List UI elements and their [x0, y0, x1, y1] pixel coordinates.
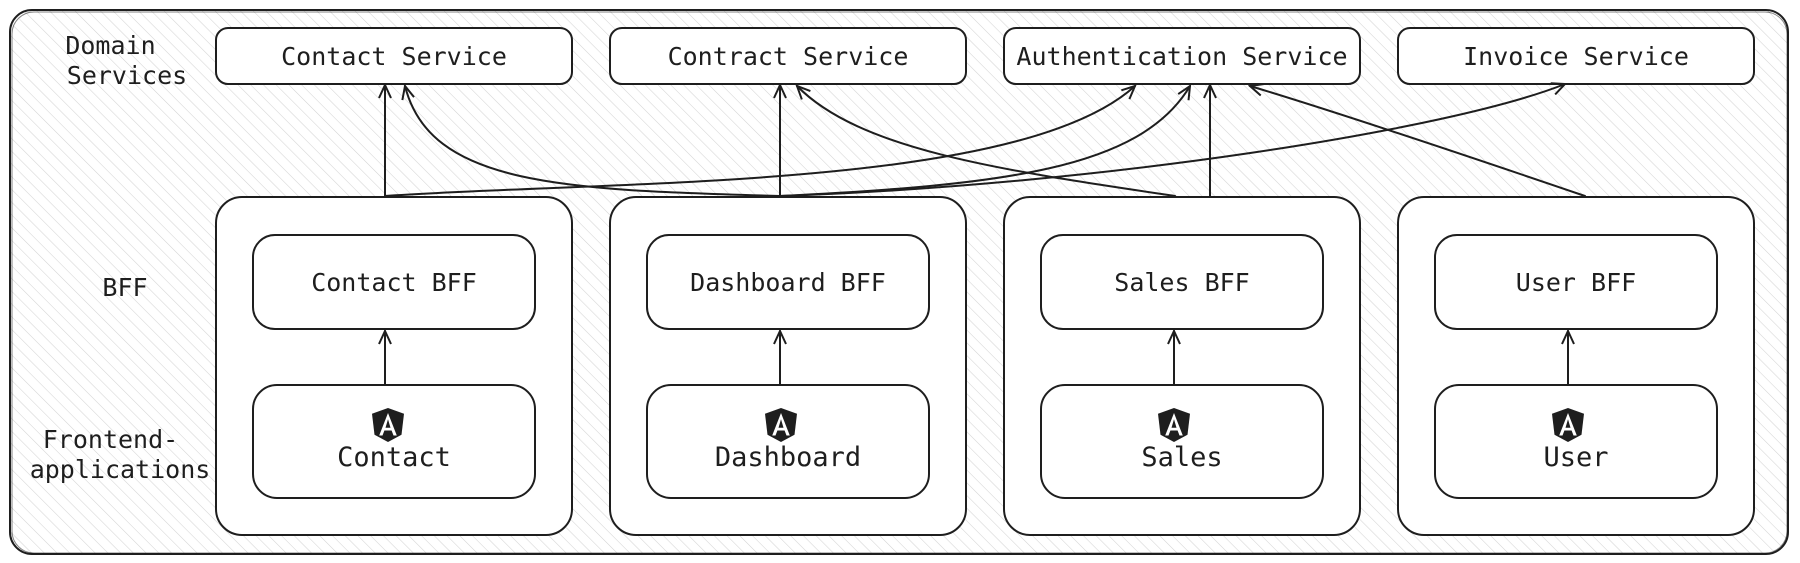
angular-icon: [1158, 408, 1190, 442]
arrow-contact-bff-to-authentication-service: [384, 86, 1135, 197]
app-dashboard: Dashboard: [646, 384, 930, 499]
bff-contact-label: Contact BFF: [311, 268, 477, 297]
arrow-user-bff-to-authentication-service: [1250, 86, 1586, 197]
app-sales: Sales: [1040, 384, 1324, 499]
arrow-dashboard-bff-to-contact-service: [405, 86, 781, 197]
angular-icon-letter: [1165, 413, 1183, 436]
app-sales-label: Sales: [1141, 442, 1222, 473]
service-contact-label: Contact Service: [281, 42, 507, 71]
outer-container-sketch: [11, 11, 1788, 554]
service-contract-box: [609, 27, 967, 85]
bff-dashboard-label: Dashboard BFF: [690, 268, 886, 297]
arrow-dashboard-bff-to-authentication-service: [779, 86, 1190, 197]
app-contact: Contact: [252, 384, 536, 499]
service-contact: Contact Service: [215, 27, 573, 85]
bff-user: User BFF: [1434, 234, 1718, 330]
row-label-domain-line-2: Services: [67, 61, 187, 90]
angular-icon-letter: [379, 413, 397, 436]
service-invoice-box: [1397, 27, 1755, 85]
bff-dashboard: Dashboard BFF: [646, 234, 930, 330]
service-authentication-label: Authentication Service: [1016, 42, 1347, 71]
service-contract: Contract Service: [609, 27, 967, 85]
bff-sales-box: [1040, 234, 1324, 330]
app-contact-label: Contact: [337, 442, 451, 473]
arrow-sales-bff-to-contract-service: [797, 86, 1176, 197]
app-dashboard-label: Dashboard: [715, 442, 861, 473]
angular-icon: [372, 408, 404, 442]
row-label-domain-services: Domain Services: [65, 31, 187, 90]
angular-icon: [765, 408, 797, 442]
angular-icon-letter: [1559, 413, 1577, 436]
row-label-frontend-line-1: Frontend-: [43, 425, 178, 454]
angular-icon-letter: [772, 413, 790, 436]
row-label-frontend: Frontend- applications: [30, 425, 211, 484]
bff-sales-label: Sales BFF: [1114, 268, 1249, 297]
app-user-label: User: [1543, 442, 1608, 473]
row-label-domain-line-1: Domain: [65, 31, 155, 60]
app-user-box: [1434, 384, 1718, 499]
service-contact-box: [215, 27, 573, 85]
arrow-dashboard-bff-to-invoice-service: [779, 84, 1565, 197]
app-sales-box: [1040, 384, 1324, 499]
bff-user-label: User BFF: [1516, 268, 1636, 297]
app-dashboard-box: [646, 384, 930, 499]
bff-contact-box: [252, 234, 536, 330]
bff-contact: Contact BFF: [252, 234, 536, 330]
service-contract-label: Contract Service: [668, 42, 909, 71]
row-label-bff: BFF: [102, 273, 147, 302]
app-user: User: [1434, 384, 1718, 499]
service-invoice-label: Invoice Service: [1463, 42, 1689, 71]
bff-dashboard-box: [646, 234, 930, 330]
service-invoice: Invoice Service: [1397, 27, 1755, 85]
bff-sales: Sales BFF: [1040, 234, 1324, 330]
row-label-frontend-line-2: applications: [30, 455, 211, 484]
app-contact-box: [252, 384, 536, 499]
service-authentication: Authentication Service: [1003, 27, 1361, 85]
angular-icon: [1552, 408, 1584, 442]
bff-user-box: [1434, 234, 1718, 330]
